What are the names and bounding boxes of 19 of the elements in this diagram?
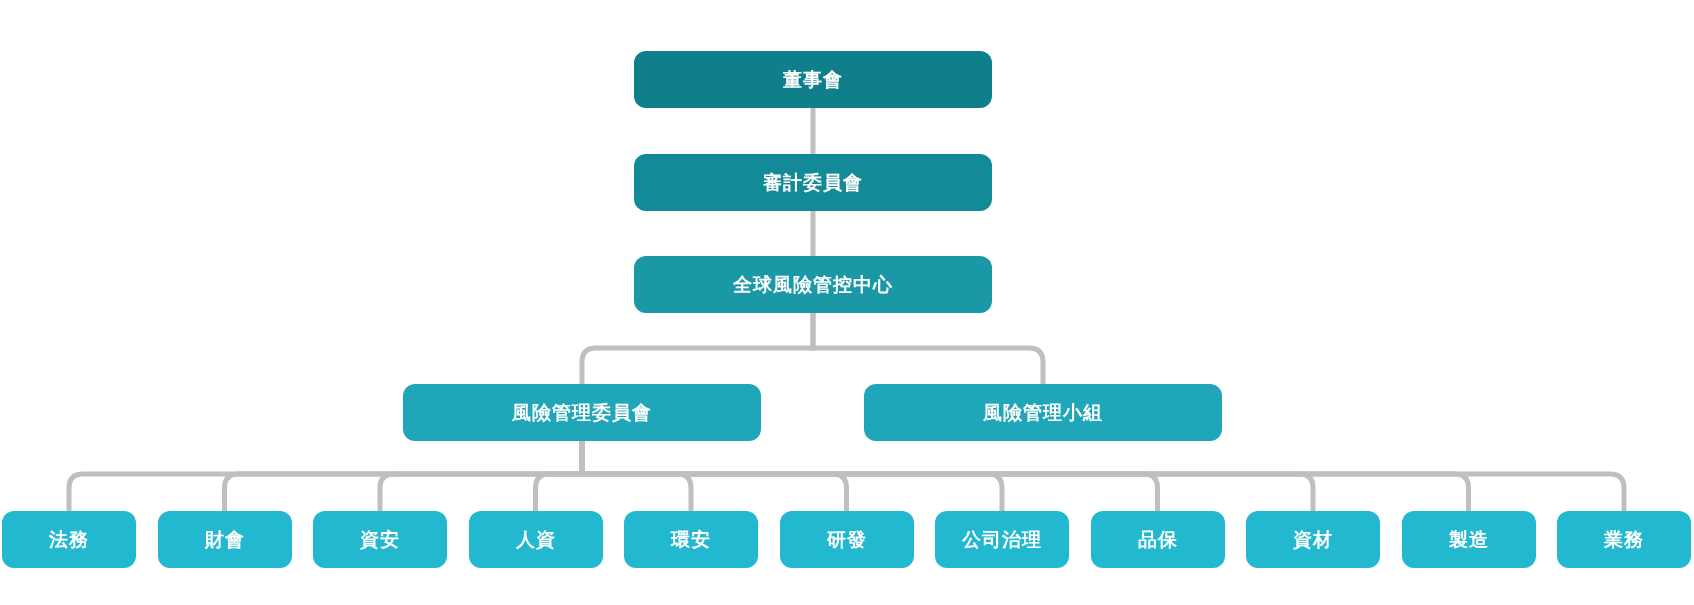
org-box: 研發 xyxy=(779,511,914,568)
connector-line xyxy=(810,108,816,154)
org-box: 法務 xyxy=(2,511,136,568)
org-box: 風險管理小組 xyxy=(864,384,1222,441)
org-box: 董事會 xyxy=(634,51,992,108)
org-box: 製造 xyxy=(1401,511,1536,568)
connector-line xyxy=(810,313,1046,384)
org-box: 資材 xyxy=(1246,511,1380,568)
org-box: 環安 xyxy=(624,511,758,568)
connector-line xyxy=(810,211,816,256)
org-box: 審計委員會 xyxy=(634,154,992,211)
org-box: 風險管理委員會 xyxy=(403,384,761,441)
org-box: 公司治理 xyxy=(935,511,1069,568)
org-box: 業務 xyxy=(1557,511,1691,568)
org-box: 財會 xyxy=(157,511,292,568)
org-box: 全球風險管控中心 xyxy=(634,256,992,313)
org-box: 品保 xyxy=(1090,511,1225,568)
org-box: 資安 xyxy=(313,511,447,568)
org-box: 人資 xyxy=(468,511,603,568)
